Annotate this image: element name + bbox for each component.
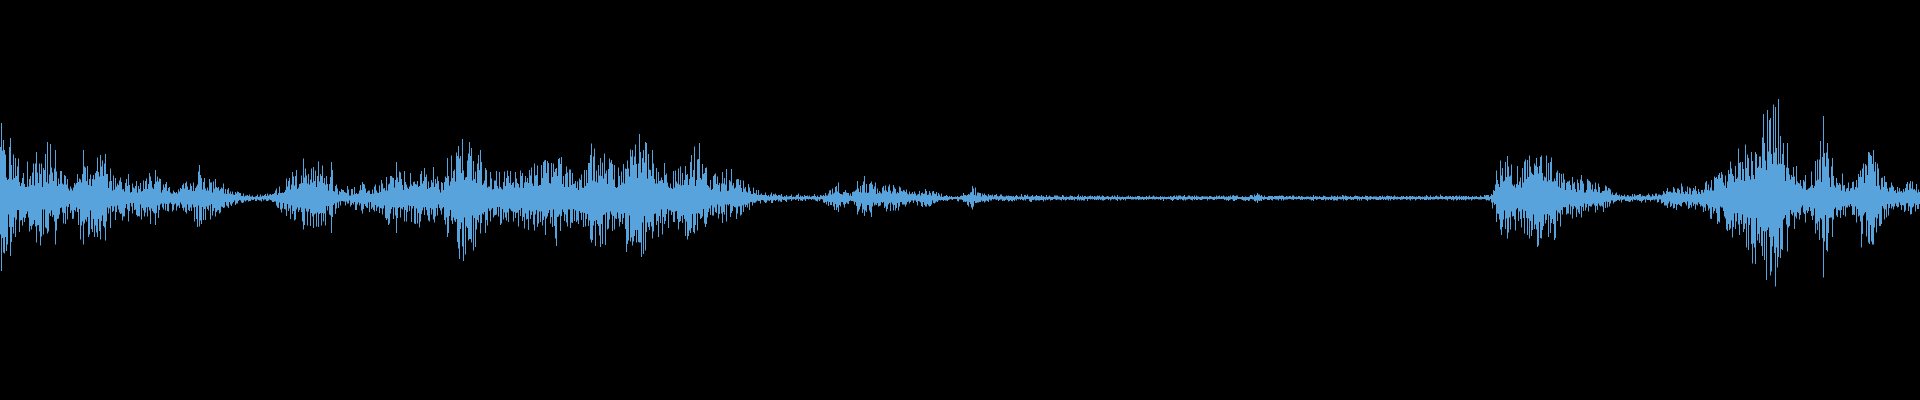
waveform-path bbox=[0, 99, 1920, 287]
